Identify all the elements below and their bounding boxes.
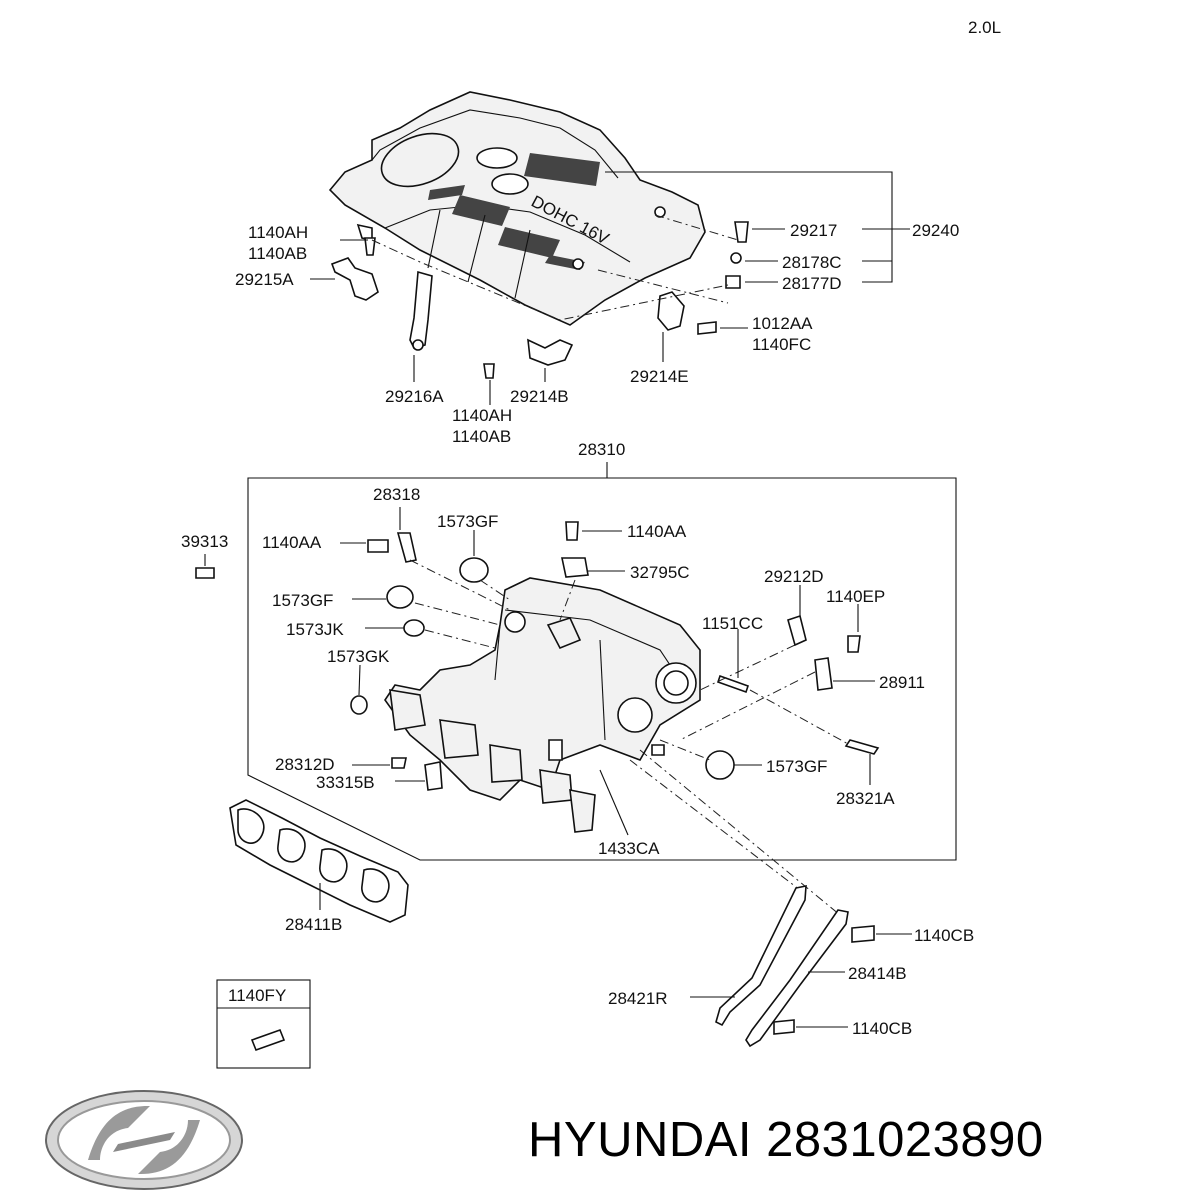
sensor-28321A-icon (844, 739, 880, 755)
bolt-1140FY-icon (250, 1028, 286, 1052)
bolt-1012AA-icon (697, 321, 717, 335)
engine-label: 2.0L (968, 18, 1001, 37)
label-28177D: 28177D (782, 274, 842, 293)
fitting-29212D-icon (787, 614, 807, 647)
part-box-1140FY (216, 979, 311, 1069)
brand-title: HYUNDAI 2831023890 (528, 1112, 1044, 1168)
label-32795C: 32795C (630, 563, 690, 582)
label-1140AH-mid: 1140AH (452, 406, 512, 425)
plug-1573JK-icon (403, 619, 425, 637)
label-28911: 28911 (879, 673, 925, 692)
label-28312D: 28312D (275, 755, 335, 774)
hyundai-logo-icon (45, 1090, 243, 1190)
label-1140AA-right: 1140AA (627, 522, 687, 541)
label-1573GK: 1573GK (327, 647, 390, 666)
manifold-stays (715, 885, 875, 1048)
clip-32795C-icon (561, 557, 589, 578)
bracket-33315B-icon (424, 761, 443, 791)
bolt-1140AA-left-icon (367, 539, 389, 553)
bolt-icon (483, 363, 495, 379)
manifold-small-parts (350, 521, 880, 791)
cover-emblem-icon (491, 173, 529, 195)
bracket-28318-icon (396, 532, 417, 563)
label-1140FC: 1140FC (752, 335, 811, 354)
bolt-icon (364, 237, 376, 256)
label-1433CA: 1433CA (598, 839, 660, 858)
engine-cover: DOHC 16V (328, 91, 706, 326)
label-1151CC: 1151CC (702, 614, 763, 633)
label-1573GF-top: 1573GF (437, 512, 498, 531)
intake-manifold (384, 577, 701, 833)
manifold-assembly-frame (247, 477, 957, 861)
label-29212D: 29212D (764, 567, 824, 586)
bolt-1140CB-top-icon (851, 925, 875, 943)
plug-1573GF-top-icon (459, 557, 489, 583)
pin-28312D-icon (391, 757, 407, 769)
grommet-28178C-icon (730, 252, 742, 264)
label-1140FY: 1140FY (228, 986, 286, 1005)
label-29217: 29217 (790, 221, 837, 240)
plug-1573GF-bottom-icon (705, 750, 735, 780)
label-1140EP: 1140EP (826, 587, 885, 606)
stud-1151CC-icon (716, 674, 750, 694)
bolt-39313-icon (195, 567, 215, 579)
label-28414B: 28414B (848, 964, 907, 983)
bracket-29215A-icon (330, 257, 379, 301)
stay-28414B-icon (745, 909, 849, 1048)
bracket-29214E-icon (657, 291, 685, 331)
bracket-29214B-icon (527, 338, 574, 366)
part-number: 2831023890 (766, 1113, 1044, 1167)
bolt-29217-icon (734, 221, 749, 243)
label-1140AB-top: 1140AB (248, 244, 307, 263)
label-28318: 28318 (373, 485, 420, 504)
bolt-1140AA-right-icon (565, 521, 579, 541)
label-29214E: 29214E (630, 367, 689, 386)
label-1140AH-top: 1140AH (248, 223, 308, 242)
label-28411B: 28411B (285, 915, 342, 934)
label-29214B: 29214B (510, 387, 569, 406)
label-1573JK: 1573JK (286, 620, 344, 639)
plug-1573GK-icon (350, 695, 368, 715)
bracket-28911-icon (814, 657, 833, 691)
label-28421R: 28421R (608, 989, 668, 1008)
stay-28421R-icon (715, 885, 807, 1027)
label-29240: 29240 (912, 221, 959, 240)
bolt-1140EP-icon (847, 635, 861, 653)
label-33315B: 33315B (316, 773, 375, 792)
label-1140CB-top: 1140CB (914, 926, 974, 945)
manifold-gasket (229, 799, 409, 923)
label-1012AA: 1012AA (752, 314, 813, 333)
label-1140AA-left: 1140AA (262, 533, 322, 552)
label-28310: 28310 (578, 440, 625, 459)
bolt-1140CB-bottom-icon (773, 1019, 795, 1035)
nut-28177D-icon (725, 275, 741, 289)
label-1573GF-bottom: 1573GF (766, 757, 827, 776)
label-1140AB-mid: 1140AB (452, 427, 511, 446)
label-28321A: 28321A (836, 789, 895, 808)
label-29215A: 29215A (235, 270, 294, 289)
bracket-29216A-icon (409, 270, 433, 349)
label-28178C: 28178C (782, 253, 842, 272)
label-1573GF-left: 1573GF (272, 591, 333, 610)
brand-name: HYUNDAI (528, 1113, 753, 1167)
label-29216A: 29216A (385, 387, 444, 406)
label-39313: 39313 (181, 532, 228, 551)
plug-1573GF-left-icon (386, 585, 414, 609)
label-1140CB-bottom: 1140CB (852, 1019, 912, 1038)
